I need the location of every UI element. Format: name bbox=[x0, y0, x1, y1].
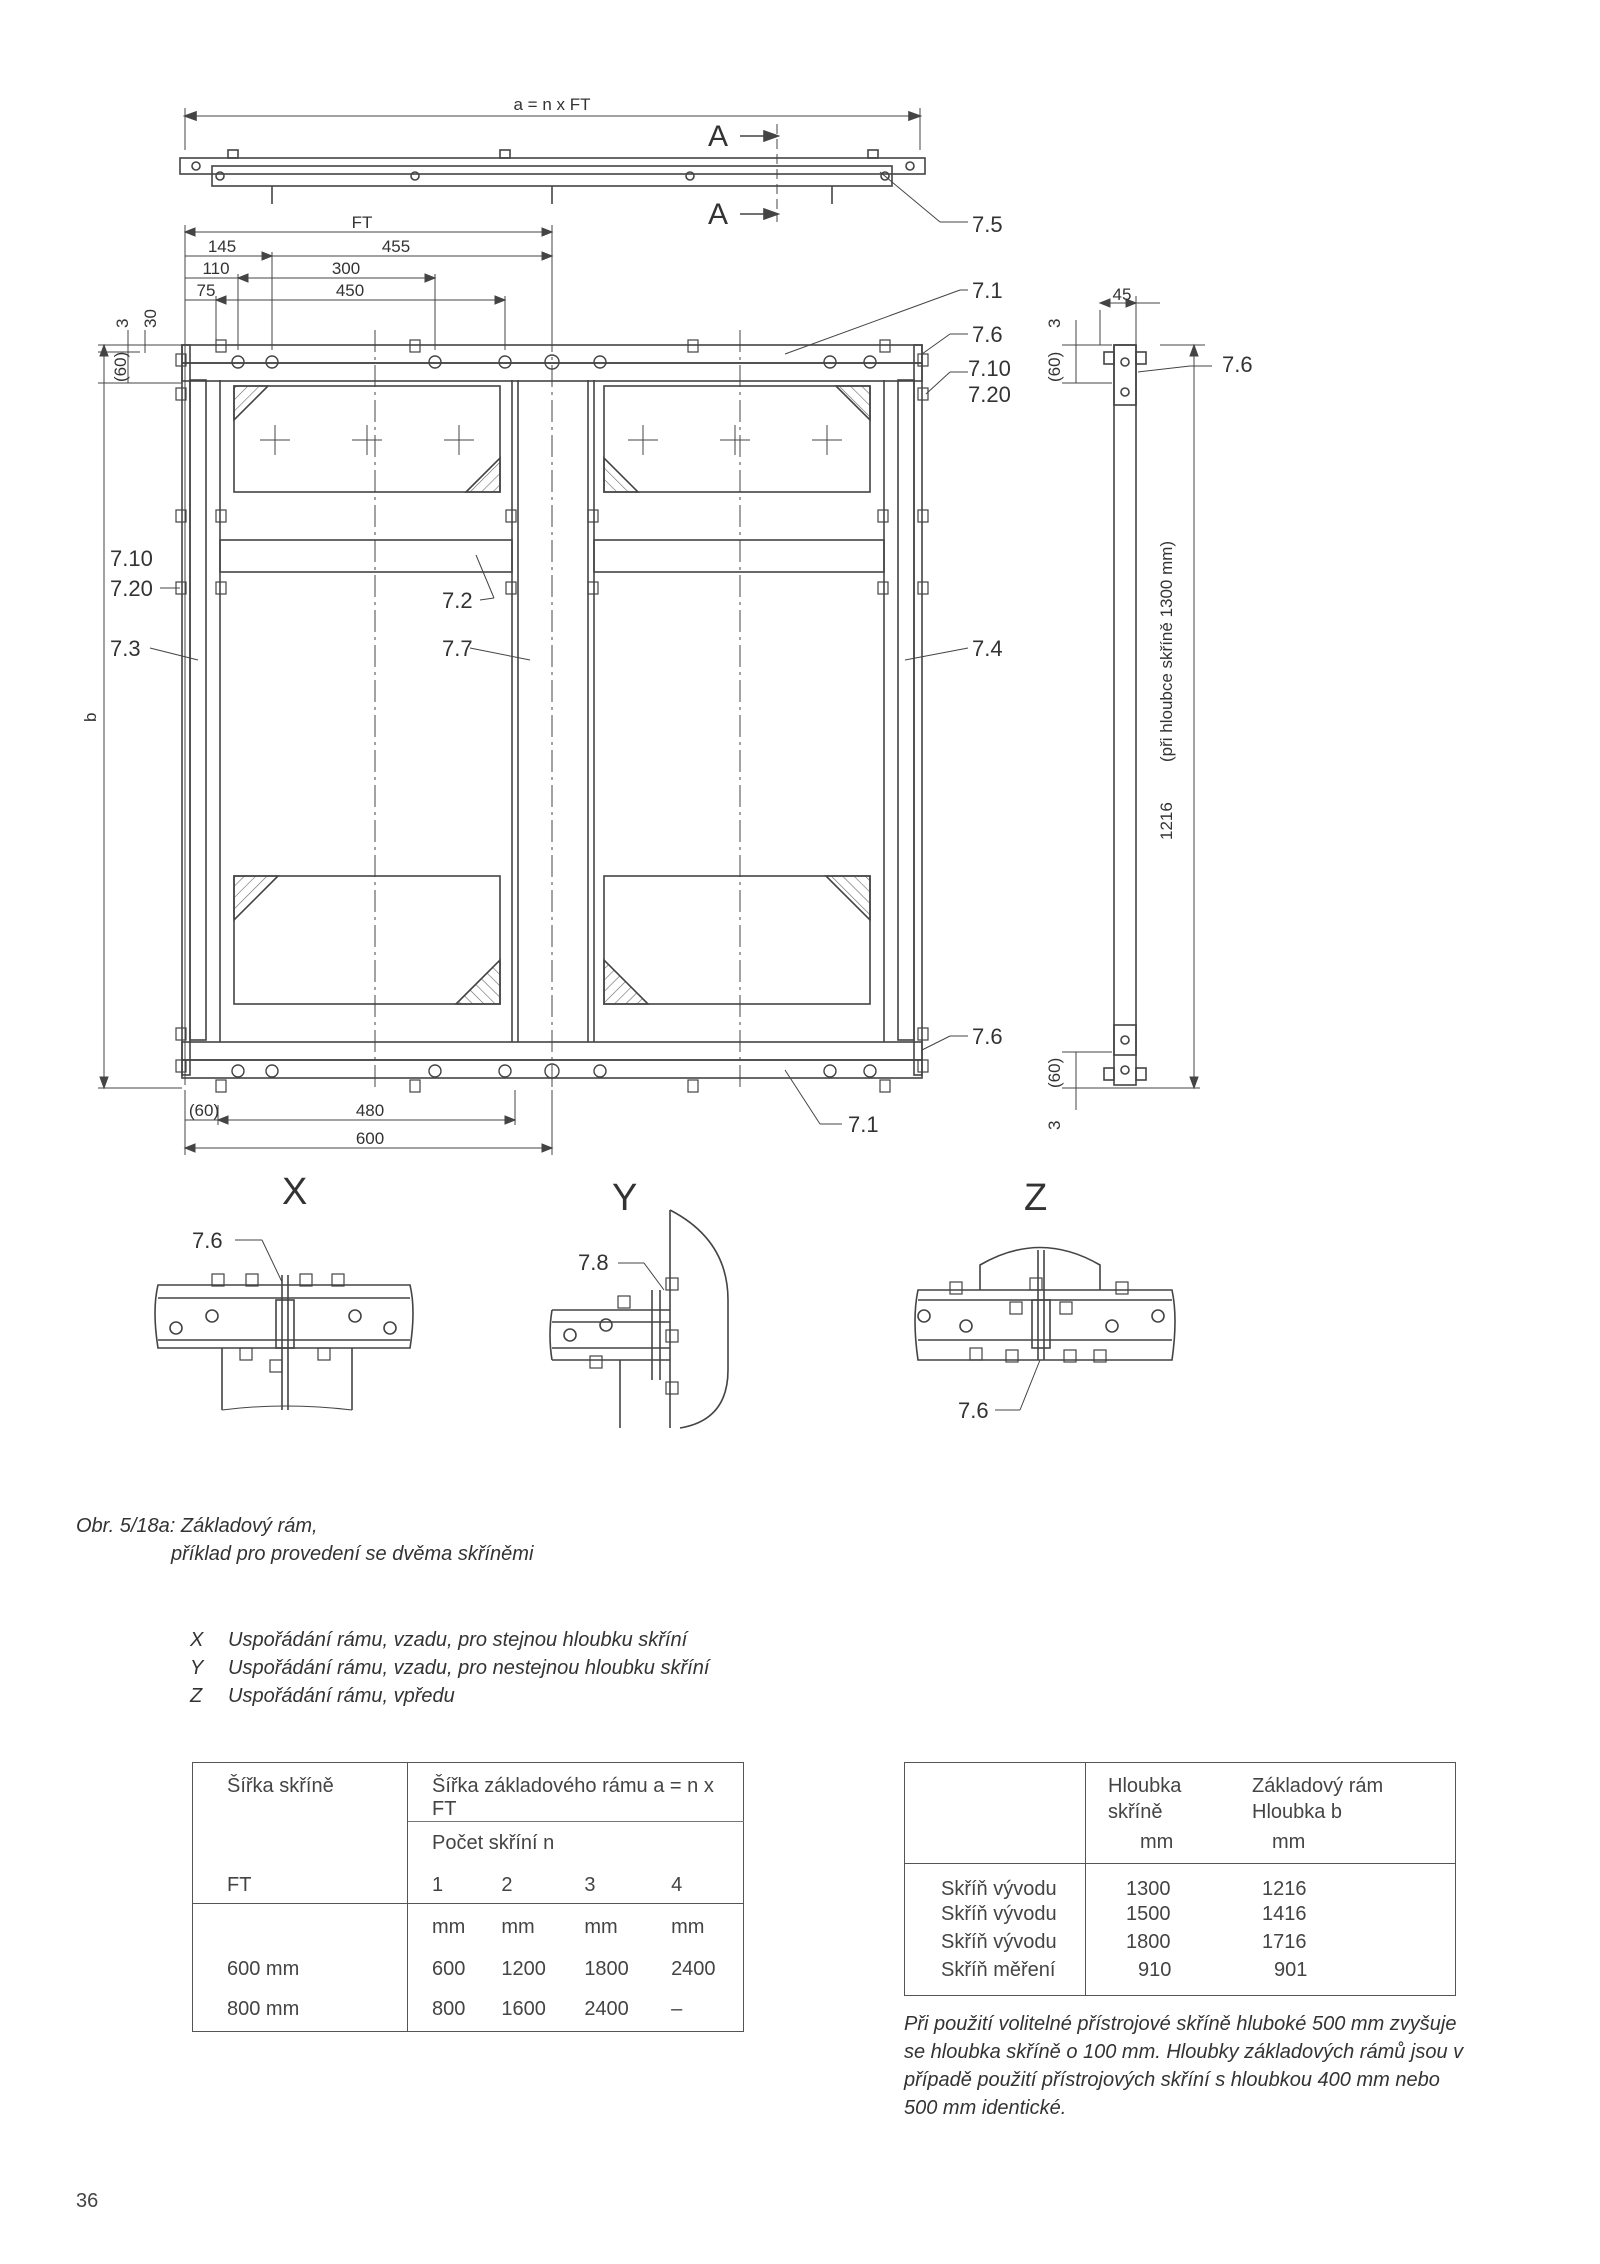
label-7-20-left: 7.20 bbox=[110, 576, 153, 601]
left-dimension-lines bbox=[98, 330, 182, 1090]
label-7-6-top: 7.6 bbox=[972, 322, 1003, 347]
top-dimension-lines bbox=[183, 225, 554, 1085]
bottom-dimension-lines bbox=[183, 1090, 554, 1155]
label-7-7: 7.7 bbox=[442, 636, 473, 661]
table1-count-1: 1 bbox=[432, 1873, 444, 1896]
table1-unit: mm bbox=[491, 1903, 571, 1948]
label-7-20-right: 7.20 bbox=[968, 382, 1011, 407]
dim-depth-note: (při hloubce skříně 1300 mm) bbox=[1157, 541, 1176, 762]
section-a-top: A bbox=[708, 120, 728, 153]
caption-line-2: příklad pro provedení se dvěma skříněmi bbox=[171, 1543, 534, 1565]
dim-60-left-top-label: (60) bbox=[111, 352, 130, 382]
table1-unit: mm bbox=[570, 1903, 656, 1948]
frame-depth-table: Hloubka skříně Základový rám Hloubka b m… bbox=[904, 1762, 1456, 1996]
dim-a-label: a = n x FT bbox=[514, 95, 591, 114]
detail-y-title: Y bbox=[612, 1177, 637, 1219]
label-7-5: 7.5 bbox=[972, 212, 1003, 237]
dim-60-right-bottom-label: (60) bbox=[1045, 1058, 1064, 1088]
table-row: Skříň vývodu 1800 1716 bbox=[904, 1931, 1456, 1959]
depth-note: Při použití volitelné přístrojové skříně… bbox=[904, 2013, 1464, 2119]
table1-header-frame: Šířka základového rámu a = n x FT bbox=[432, 1775, 714, 1820]
label-7-8-y: 7.8 bbox=[578, 1250, 609, 1275]
table2-header-frame: Základový rám Hloubka b bbox=[1252, 1775, 1384, 1823]
detail-z-title: Z bbox=[1024, 1177, 1047, 1219]
dim-600-label: 600 bbox=[356, 1129, 384, 1148]
dim-30-label: 30 bbox=[141, 309, 160, 328]
table2-unit-frame: mm bbox=[1272, 1831, 1306, 1853]
dim-3-left-label: 3 bbox=[113, 319, 132, 328]
dim-480-label: 480 bbox=[356, 1101, 384, 1120]
label-7-2: 7.2 bbox=[442, 588, 473, 613]
label-7-10-left: 7.10 bbox=[110, 546, 153, 571]
table2-header-depth: Hloubka skříně bbox=[1108, 1775, 1182, 1823]
main-frame-plan bbox=[175, 330, 929, 1093]
table-row: 800 mm 800 1600 2400 – bbox=[192, 1987, 744, 2032]
leader-lines bbox=[149, 289, 1212, 1125]
table1-header-count: Počet skříní n bbox=[407, 1821, 744, 1862]
detail-x bbox=[154, 1239, 414, 1411]
label-7-10-right: 7.10 bbox=[968, 356, 1011, 381]
side-view bbox=[1062, 296, 1205, 1110]
table-row: Skříň měření 910 901 bbox=[904, 1959, 1456, 1995]
table1-count-3: 3 bbox=[584, 1873, 596, 1896]
dim-145-label: 145 bbox=[208, 237, 236, 256]
technical-drawing: a = n x FT A A FT 145 455 110 300 75 450… bbox=[81, 95, 1253, 1429]
caption-line-1: Obr. 5/18a: Základový rám, bbox=[76, 1515, 318, 1537]
dim-450-label: 450 bbox=[336, 281, 364, 300]
label-7-1-top: 7.1 bbox=[972, 278, 1003, 303]
frame-width-table: Šířka skříně Šířka základového rámu a = … bbox=[192, 1762, 744, 2032]
table1-unit: mm bbox=[407, 1903, 492, 1948]
dim-ft-label: FT bbox=[352, 213, 373, 232]
label-7-1-bottom: 7.1 bbox=[848, 1112, 879, 1137]
table1-unit: mm bbox=[655, 1903, 744, 1948]
page-number: 36 bbox=[76, 2190, 99, 2212]
table1-header-ft: FT bbox=[192, 1861, 408, 1904]
dim-45-label: 45 bbox=[1113, 285, 1132, 304]
label-7-6-x: 7.6 bbox=[192, 1228, 223, 1253]
section-a-bottom: A bbox=[708, 198, 728, 231]
detail-x-title: X bbox=[282, 1171, 307, 1213]
label-7-6-bottom: 7.6 bbox=[972, 1024, 1003, 1049]
table2-unit-depth: mm bbox=[1140, 1831, 1174, 1853]
dim-75-label: 75 bbox=[197, 281, 216, 300]
dim-b-label: b bbox=[81, 713, 100, 722]
figure-caption: Obr. 5/18a: Základový rám, příklad pro p… bbox=[76, 1512, 533, 1568]
table1-header-width: Šířka skříně bbox=[192, 1762, 408, 1822]
table-row: 600 mm 600 1200 1800 2400 bbox=[192, 1947, 744, 1988]
dim-455-label: 455 bbox=[382, 237, 410, 256]
dim-60-bottom-label: (60) bbox=[189, 1101, 219, 1120]
dim-60-right-top-label: (60) bbox=[1045, 352, 1064, 382]
dim-3-right-top-label: 3 bbox=[1045, 319, 1064, 328]
detail-y bbox=[549, 1209, 729, 1429]
dim-1216-label: 1216 bbox=[1157, 802, 1176, 840]
label-7-6-z: 7.6 bbox=[958, 1398, 989, 1423]
detail-z bbox=[914, 1246, 1176, 1411]
dim-300-label: 300 bbox=[332, 259, 360, 278]
dim-3-right-bottom-label: 3 bbox=[1045, 1121, 1064, 1130]
label-7-6-side: 7.6 bbox=[1222, 352, 1253, 377]
table-row: Skříň vývodu 1500 1416 bbox=[904, 1903, 1456, 1931]
table-row: Skříň vývodu 1300 1216 bbox=[904, 1862, 1456, 1903]
table1-count-4: 4 bbox=[671, 1873, 683, 1896]
label-7-4: 7.4 bbox=[972, 636, 1003, 661]
top-rail-view bbox=[179, 108, 968, 223]
table1-count-2: 2 bbox=[501, 1873, 513, 1896]
dim-110-label: 110 bbox=[202, 259, 229, 278]
label-7-3: 7.3 bbox=[110, 636, 141, 661]
